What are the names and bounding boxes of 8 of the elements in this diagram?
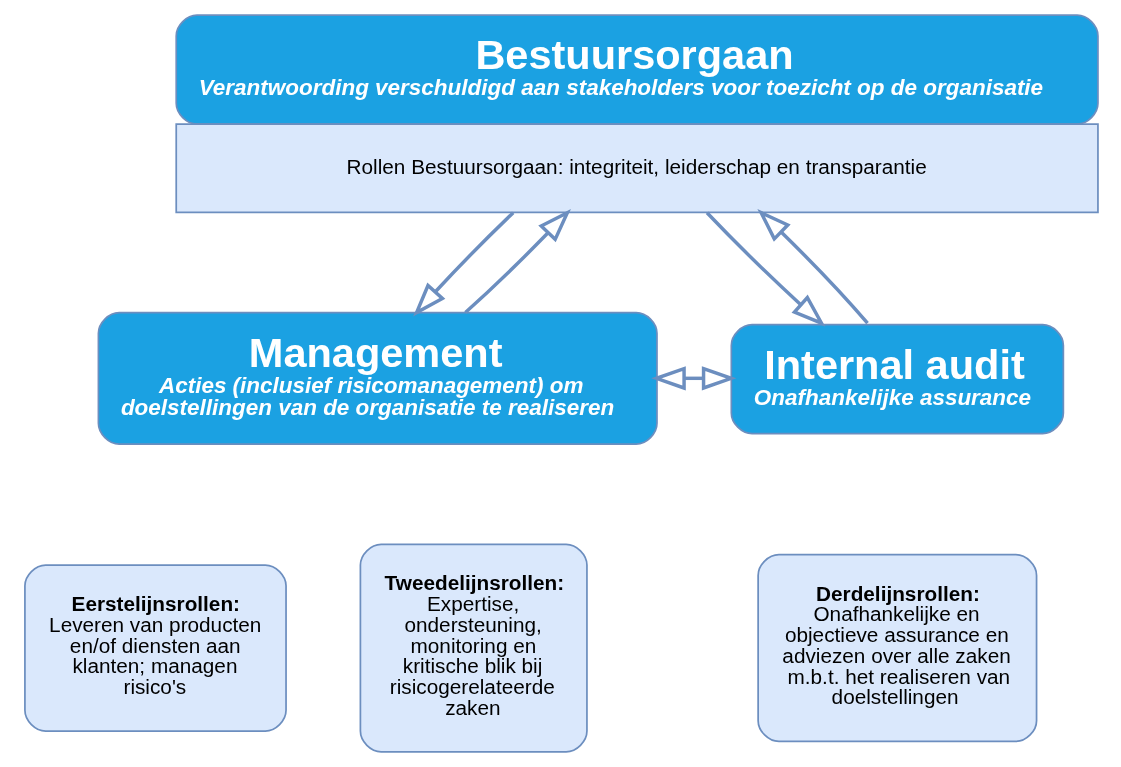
arrow bbox=[756, 209, 869, 325]
node-box: Tweedelijnsrollen: Expertise, ondersteuning, monitoring en kritische blik bij risicogerelateerde zaken bbox=[359, 543, 588, 753]
node-box: Eerstelijnsrollen: Leveren van producten en/of diensten aan klanten; managen risico's bbox=[23, 564, 287, 732]
node-box: Derdelijnsrollen: Onafhankelijke en objectieve assurance en adviezen over alle zaken m.b.t. het realiseren van doelstellingen bbox=[756, 553, 1037, 743]
arrow bbox=[463, 208, 571, 314]
arrow bbox=[650, 366, 736, 391]
arrow bbox=[705, 211, 825, 327]
arrow bbox=[412, 211, 514, 317]
